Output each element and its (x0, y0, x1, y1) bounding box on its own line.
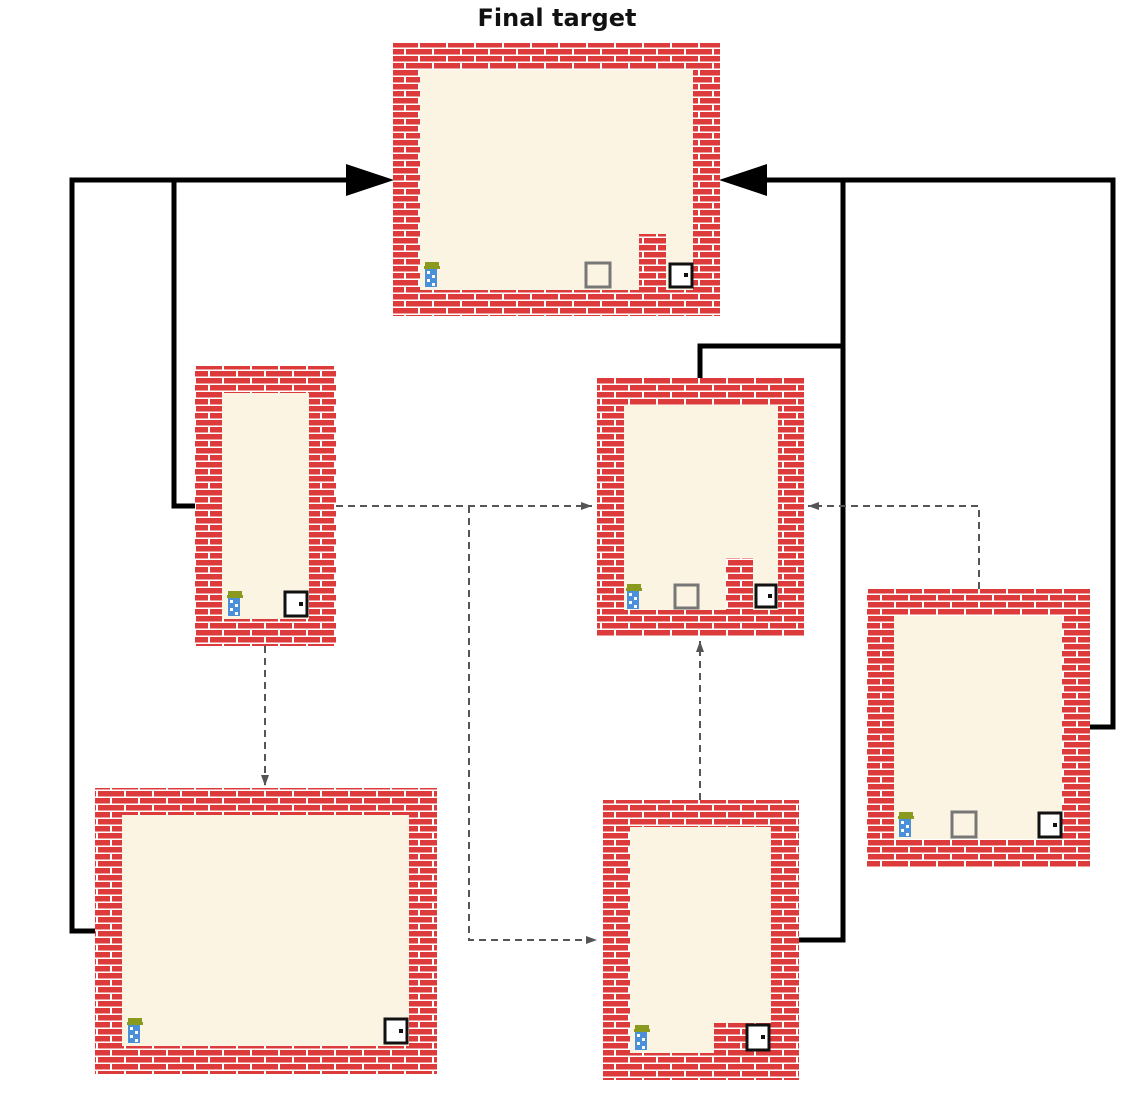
solid-edges (69, 177, 1116, 943)
level-middle (597, 378, 804, 636)
arrowhead-right (719, 164, 767, 196)
edge-right-to-final (765, 177, 1116, 730)
door-icon (668, 262, 694, 289)
level-bottom-middle (603, 800, 799, 1080)
player-sprite (127, 1018, 143, 1043)
edge-wide-to-final (69, 177, 348, 934)
level-wide-bottom-left (95, 788, 437, 1074)
box-icon (673, 583, 700, 610)
edge-bottom-to-final (798, 180, 846, 943)
edge-narrow-to-bottom (468, 506, 597, 944)
dashed-edges (261, 502, 980, 944)
box-icon (584, 261, 612, 289)
brick-pillar (726, 558, 753, 610)
box-icon (950, 810, 978, 839)
level-narrow-left (195, 366, 336, 646)
level-final (393, 43, 720, 316)
player-sprite (227, 591, 243, 616)
door-icon (1037, 811, 1063, 839)
diagram-title: Final target (477, 4, 637, 32)
player-sprite (634, 1025, 650, 1050)
door-icon (754, 583, 778, 609)
edge-right-to-middle (808, 502, 980, 589)
door-icon (745, 1023, 771, 1052)
arrowhead-left (346, 164, 394, 196)
brick-pillar (639, 234, 666, 290)
door-icon (383, 1017, 409, 1045)
player-sprite (626, 584, 642, 609)
edge-narrow-to-final (171, 180, 195, 509)
edge-middle-to-final (697, 180, 846, 378)
player-sprite (898, 812, 914, 837)
player-sprite (424, 262, 440, 287)
door-icon (283, 590, 309, 618)
level-right (867, 589, 1090, 867)
